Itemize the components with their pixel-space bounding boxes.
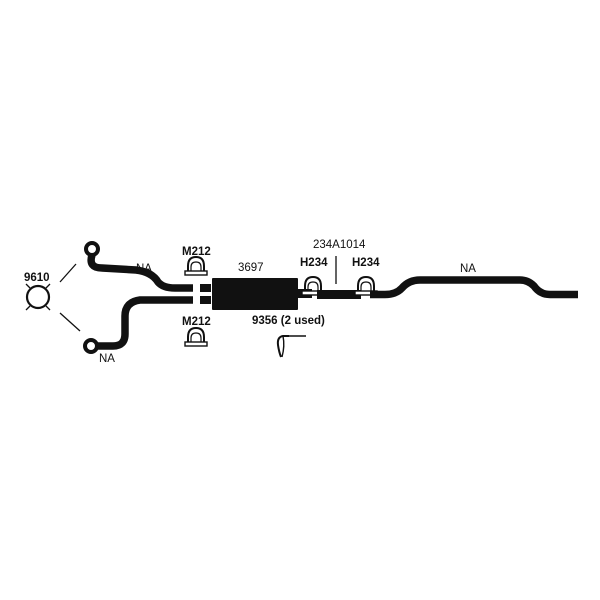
gasket-leader-lower (59, 312, 81, 332)
bracket-label: 234A1014 (313, 239, 366, 251)
muffler-inlet-stub-top (200, 284, 211, 292)
clamp-m212-bottom-icon (184, 326, 208, 347)
lower-left-pipe-label: NA (99, 353, 115, 365)
intermediate-pipe (317, 290, 361, 299)
gasket-label: 9610 (24, 272, 50, 284)
tailpipe (370, 276, 578, 299)
muffler-label: 3697 (238, 262, 264, 274)
hanger-strap-9356-icon (276, 335, 306, 358)
hanger-left-label: H234 (300, 257, 328, 269)
upper-left-exhaust-pipe (84, 241, 193, 292)
upper-left-pipe-label: NA (136, 263, 152, 275)
hanger-strap-label: 9356 (2 used) (252, 315, 325, 327)
lower-left-exhaust-pipe (83, 296, 193, 354)
clamp-bottom-label: M212 (182, 316, 211, 328)
clamp-top-label: M212 (182, 246, 211, 258)
hanger-h234-left-icon (301, 275, 325, 296)
clamp-m212-top-icon (184, 255, 208, 276)
muffler-3697 (212, 278, 298, 310)
gasket-leader-upper (59, 263, 77, 283)
hanger-right-label: H234 (352, 257, 380, 269)
muffler-inlet-stub-bottom (200, 296, 211, 304)
tailpipe-label: NA (460, 263, 476, 275)
gasket-9610-icon (25, 283, 51, 311)
